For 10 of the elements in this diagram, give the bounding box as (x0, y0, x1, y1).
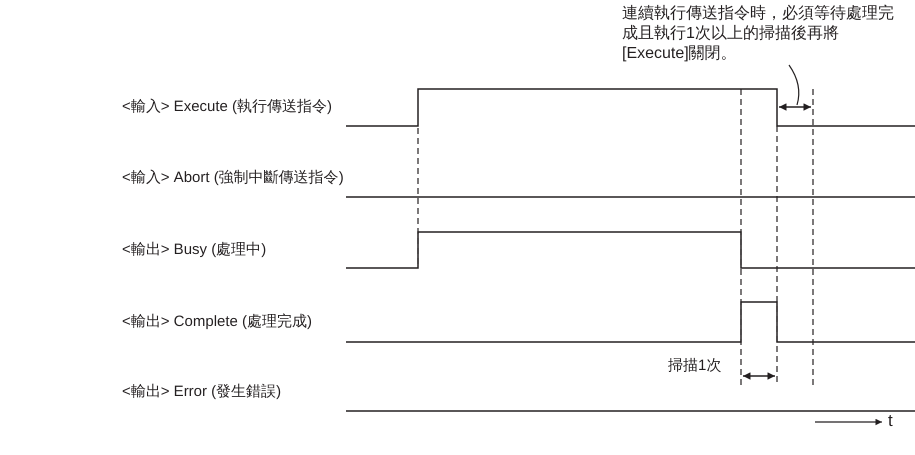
dimension-label: 掃描1次 (668, 357, 722, 375)
dimension-line (778, 101, 812, 113)
note-text: 連續執行傳送指令時，必須等待處理完成且執行1次以上的掃描後再將[Execute]關閉。 (622, 4, 904, 64)
signal-name: <輸入> Execute (執行傳送指令) (122, 98, 332, 116)
axis-label: t (888, 412, 893, 430)
signal-name: <輸出> Error (發生錯誤) (122, 383, 282, 401)
signal-name: <輸入> Abort (強制中斷傳送指令) (122, 169, 344, 187)
leader-line (788, 64, 800, 106)
signal-name: <輸出> Busy (處理中) (122, 241, 266, 259)
signal-name: <輸出> Complete (處理完成) (122, 313, 312, 331)
